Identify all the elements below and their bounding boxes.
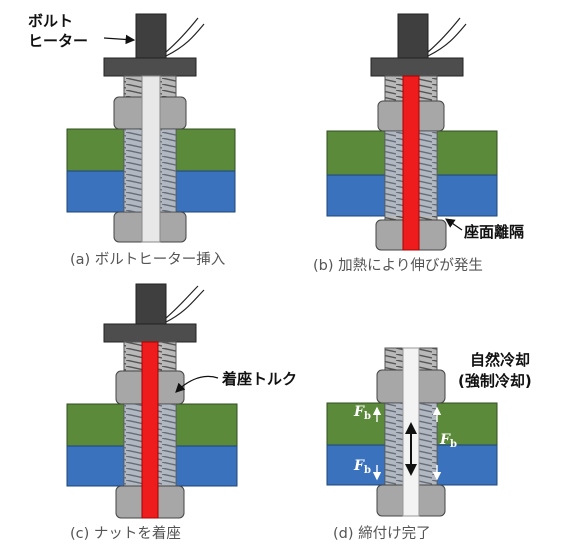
label-seating-torque: 着座トルク [221, 370, 297, 388]
heater-body [397, 13, 429, 59]
heater-body [135, 13, 167, 59]
label-bolt-heater-1: ボルト [28, 12, 73, 30]
panel-d: Fb Fb Fb 自然冷却 (強制冷却) (d) 締付け完了 [326, 347, 532, 542]
force-label-lower-left: Fb [353, 458, 371, 476]
caption-b: (b) 加熱により伸びが発生 [313, 257, 483, 274]
heater-cable [165, 17, 205, 57]
caption-a: (a) ボルトヒーター挿入 [70, 251, 225, 268]
caption-d: (d) 締付け完了 [333, 525, 431, 542]
panel-a: ボルト ヒーター (a) ボルトヒーター挿入 [28, 12, 236, 268]
panel-c: 着座トルク (c) ナットを着座 [66, 283, 297, 542]
heater-flange [103, 57, 197, 77]
label-seat-separation: 座面離隔 [463, 223, 524, 241]
label-bolt-heater-2: ヒーター [28, 32, 88, 50]
heater-rod-hot [402, 75, 420, 251]
caption-c: (c) ナットを着座 [70, 525, 181, 542]
force-label-upper-left: Fb [353, 404, 371, 422]
label-forced-cooling: (強制冷却) [458, 372, 532, 390]
label-natural-cooling: 自然冷却 [470, 351, 530, 369]
panel-b: 座面離隔 (b) 加熱により伸びが発生 [313, 13, 524, 274]
force-label-right: Fb [439, 432, 457, 450]
